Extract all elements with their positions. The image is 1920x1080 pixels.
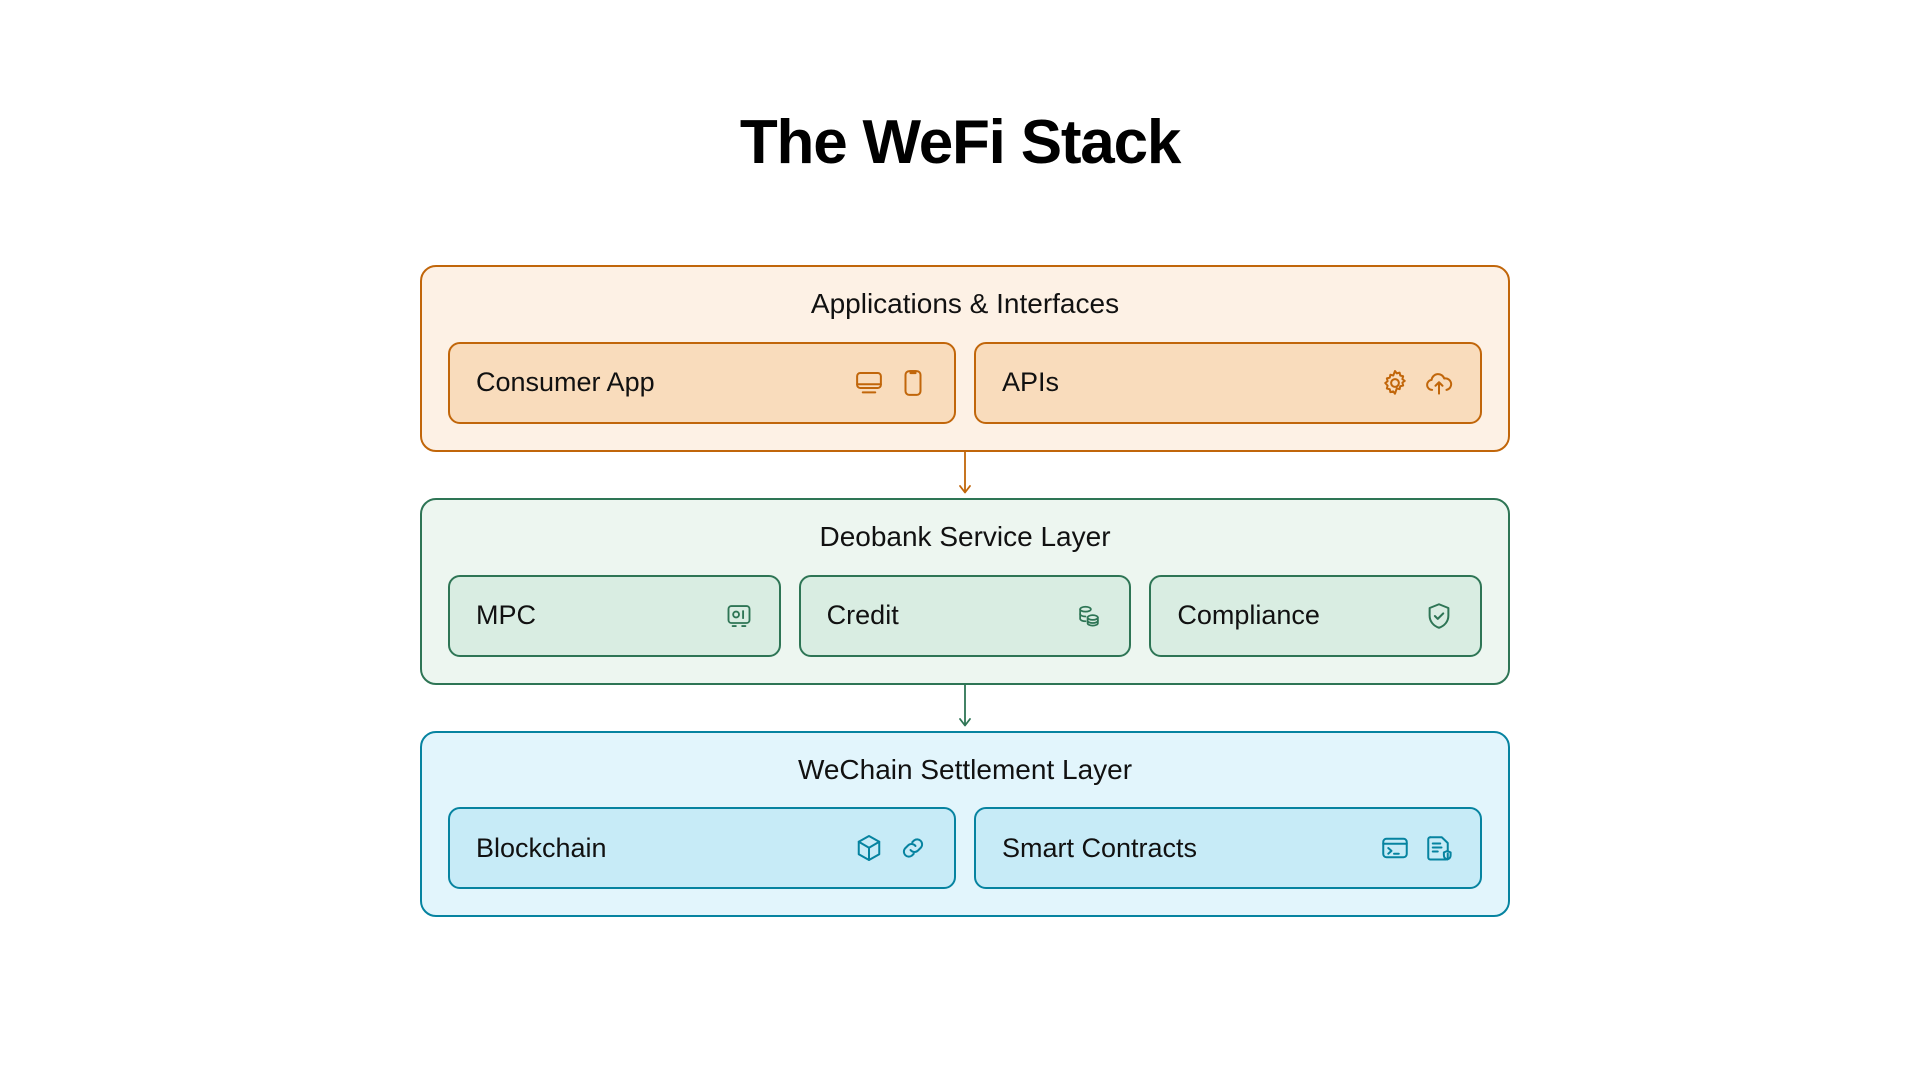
card-icons-blockchain	[854, 833, 928, 863]
gear-icon	[1380, 368, 1410, 398]
layer-applications-interfaces: Applications & Interfaces Consumer App	[420, 265, 1510, 452]
card-smart-contracts[interactable]: Smart Contracts	[974, 807, 1482, 890]
card-label-credit: Credit	[826, 600, 899, 631]
document-shield-icon	[1424, 833, 1454, 863]
card-label-apis: APIs	[1002, 367, 1060, 398]
card-apis[interactable]: APIs	[974, 341, 1482, 424]
card-icons-apis	[1380, 368, 1454, 398]
arrow-down-icon	[959, 451, 971, 494]
layer-deobank-service: Deobank Service Layer MPC	[420, 497, 1510, 685]
layer-wechain-settlement: WeChain Settlement Layer Blockchain	[420, 730, 1510, 918]
layer-title-wechain-settlement: WeChain Settlement Layer	[797, 753, 1133, 785]
page-title: The WeFi Stack	[739, 108, 1182, 177]
shield-check-icon	[1424, 601, 1454, 631]
card-icons-consumer-app	[854, 368, 928, 398]
card-icons-compliance	[1424, 601, 1454, 631]
link-icon	[898, 833, 928, 863]
layer-title-applications-interfaces: Applications & Interfaces	[810, 288, 1120, 319]
connector-layer1-to-layer2	[420, 451, 1510, 498]
card-icons-mpc	[725, 602, 753, 630]
card-compliance[interactable]: Compliance	[1149, 574, 1483, 657]
connector-layer2-to-layer3	[420, 684, 1510, 731]
vault-icon	[725, 602, 753, 630]
layer-cards-applications-interfaces: Consumer App	[448, 341, 1482, 424]
monitor-icon	[854, 368, 884, 398]
arrow-down-icon	[959, 684, 971, 726]
layer-title-deobank-service: Deobank Service Layer	[819, 520, 1111, 552]
card-consumer-app[interactable]: Consumer App	[448, 341, 956, 424]
layer-cards-deobank-service: MPC Cred	[448, 574, 1483, 657]
card-icons-smart-contracts	[1380, 833, 1454, 863]
smartphone-icon	[898, 368, 928, 398]
cloud-upload-icon	[1424, 368, 1454, 398]
card-label-consumer-app: Consumer App	[476, 367, 655, 398]
card-label-compliance: Compliance	[1177, 600, 1320, 631]
card-label-blockchain: Blockchain	[476, 832, 607, 863]
layer-cards-wechain-settlement: Blockchain	[448, 807, 1482, 890]
terminal-icon	[1380, 833, 1410, 863]
card-credit[interactable]: Credit	[798, 574, 1132, 657]
cube-icon	[854, 833, 884, 863]
card-blockchain[interactable]: Blockchain	[448, 807, 956, 890]
card-mpc[interactable]: MPC	[448, 574, 781, 657]
stack-container: Applications & Interfaces Consumer App	[420, 265, 1510, 918]
card-label-mpc: MPC	[476, 600, 536, 631]
coins-icon	[1075, 602, 1103, 630]
card-label-smart-contracts: Smart Contracts	[1002, 832, 1198, 863]
card-icons-credit	[1075, 602, 1103, 630]
